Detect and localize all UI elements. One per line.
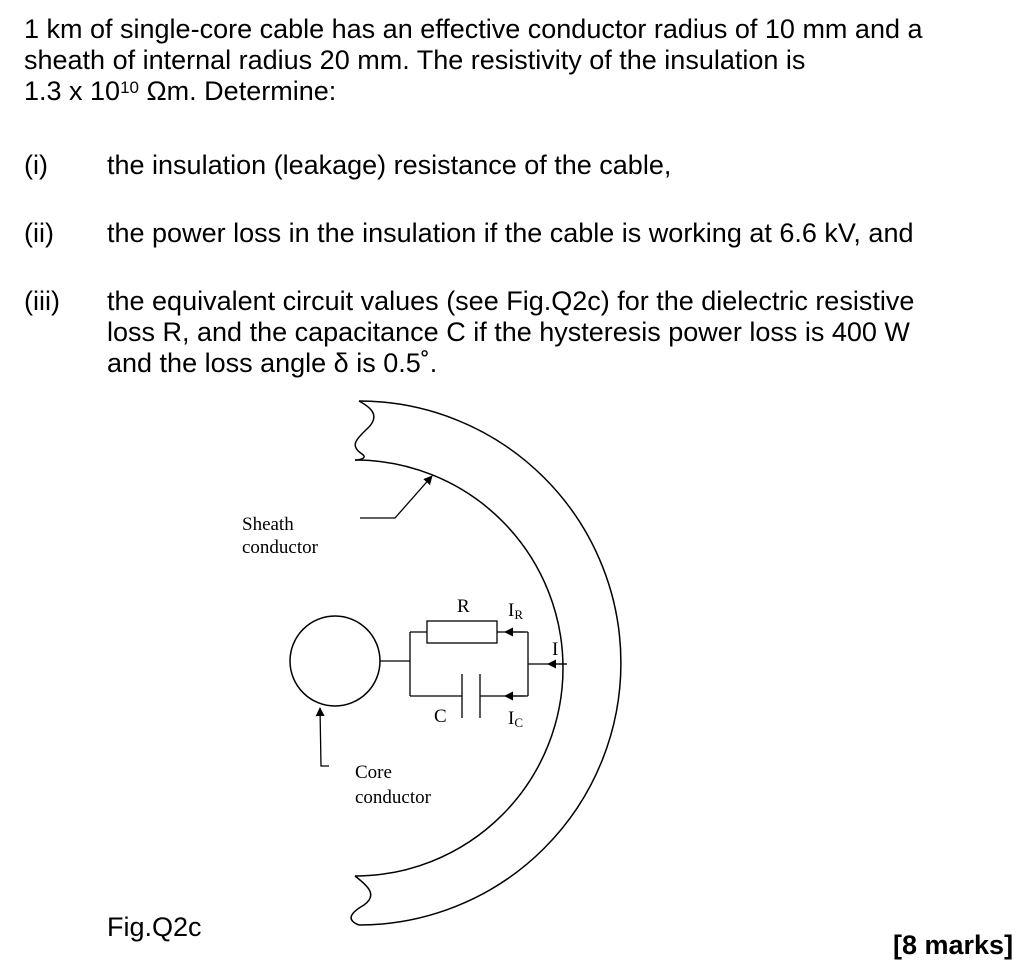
sheath-outer-arc [358,400,622,926]
question-line-2: sheath of internal radius 20 mm. The res… [24,45,806,75]
capacitor-label: C [434,706,447,727]
ir-label-main: I [508,600,514,621]
sheath-inner-arc [354,459,564,877]
core-circle [289,615,381,707]
part-iii-line-2: loss R, and the capacitance C if the hys… [107,317,910,347]
sheath-label-line-2: conductor [242,537,319,558]
part-iii-text: the equivalent circuit values (see Fig.Q… [107,286,987,379]
ic-label-sub: C [514,715,523,730]
ir-label-sub: R [514,607,523,622]
figure-caption: Fig.Q2c [107,912,202,942]
resistor-r [426,620,498,644]
ic-label: IC [508,708,523,730]
part-iii-line-1: the equivalent circuit values (see Fig.Q… [107,286,915,316]
part-iii-number: (iii) [24,286,60,316]
sheath-label-line-1: Sheath [242,514,294,535]
resistivity-exponent: 10 [120,78,139,97]
question-text: 1 km of single-core cable has an effecti… [24,14,999,107]
part-i-number: (i) [24,150,48,180]
core-label-line-2: conductor [355,787,432,808]
resistivity-value: 1.3 x 10 [24,76,121,106]
part-ii-number: (ii) [24,218,54,248]
resistor-label: R [457,596,470,617]
sheath-break-bottom [350,875,372,926]
part-ii-text: the power loss in the insulation if the … [107,218,914,248]
current-i-label: I [552,639,558,660]
question-line-3: 1.3 x 1010 Ωm. Determine: [24,76,999,107]
sheath-pointer [360,475,433,519]
part-iii-line-3: and the loss angle δ is 0.5˚. [107,348,438,378]
resistivity-unit: Ωm. Determine: [139,76,337,106]
core-pointer [315,707,329,767]
question-line-1: 1 km of single-core cable has an effecti… [24,14,923,44]
part-i-text: the insulation (leakage) resistance of t… [107,150,672,180]
ic-label-main: I [508,708,514,729]
equivalent-circuit [380,620,567,718]
sheath-break-top [354,400,375,461]
core-label-line-1: Core [355,762,392,783]
ir-label: IR [508,600,523,622]
